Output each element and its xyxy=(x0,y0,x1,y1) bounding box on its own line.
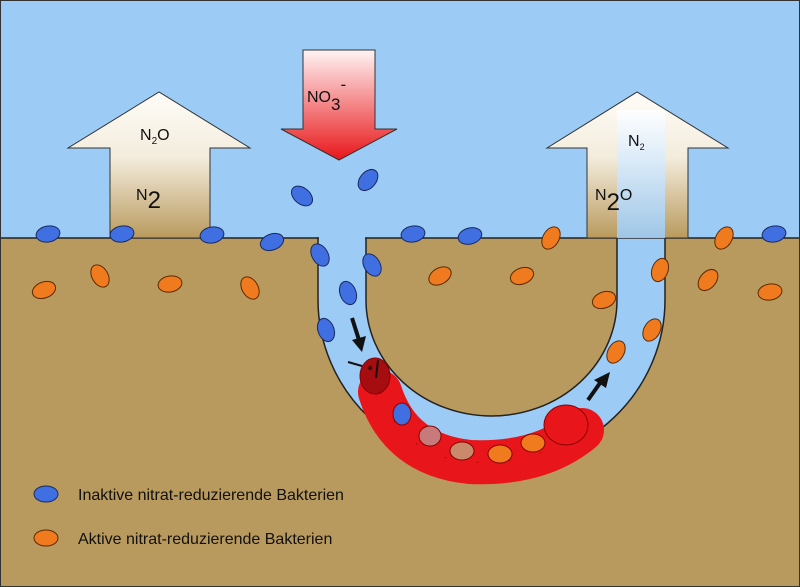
active-bacterium xyxy=(650,257,670,283)
inactive-bacterium xyxy=(109,225,135,243)
legend-active-icon xyxy=(33,529,59,547)
active-bacterium xyxy=(240,276,260,300)
inactive-bacterium xyxy=(259,232,285,252)
up-arrow-icon xyxy=(586,372,610,402)
inactive-bacterium xyxy=(362,253,382,277)
down-arrow-icon xyxy=(350,317,366,352)
inactive-bacterium xyxy=(316,317,336,343)
n2-emission-arrow xyxy=(66,91,252,239)
inactive-bacterium xyxy=(290,185,314,207)
legend-inactive-icon xyxy=(33,485,59,503)
active-bacterium xyxy=(714,226,734,250)
legend-active-label: Aktive nitrat-reduzierende Bakterien xyxy=(78,531,332,548)
earthworm xyxy=(347,357,604,485)
inactive-bacterium xyxy=(35,225,61,243)
n2o-large-label: N2O xyxy=(595,187,632,216)
active-bacterium xyxy=(697,268,719,292)
inactive-bacterium xyxy=(457,227,483,245)
active-bacterium xyxy=(757,283,783,301)
active-bacterium xyxy=(90,264,110,288)
nitrate-label: NO3- xyxy=(307,75,346,114)
active-bacterium xyxy=(541,226,561,250)
active-bacterium xyxy=(157,275,183,293)
inactive-bacterium xyxy=(199,226,225,244)
active-bacterium xyxy=(31,280,57,300)
n2-large-label: N2 xyxy=(136,187,161,214)
inactive-bacterium xyxy=(338,280,358,306)
n2o-small-label: N2O xyxy=(140,127,170,147)
inactive-bacterium xyxy=(310,243,330,267)
legend-inactive-label: Inaktive nitrat-reduzierende Bakterien xyxy=(78,487,344,504)
active-bacterium xyxy=(642,318,662,342)
inactive-bacterium xyxy=(357,168,379,192)
active-bacterium xyxy=(428,266,452,286)
inactive-bacterium xyxy=(761,225,787,243)
n2-small-label: N2 xyxy=(628,133,645,152)
burrow-stripe xyxy=(617,110,665,238)
active-bacterium xyxy=(509,266,535,286)
worm-head xyxy=(359,357,391,395)
nitrate-input-arrow xyxy=(280,49,398,161)
active-bacterium xyxy=(591,290,617,310)
inactive-bacterium xyxy=(400,225,426,243)
active-bacterium xyxy=(606,340,626,364)
bacteria-group xyxy=(31,168,787,364)
